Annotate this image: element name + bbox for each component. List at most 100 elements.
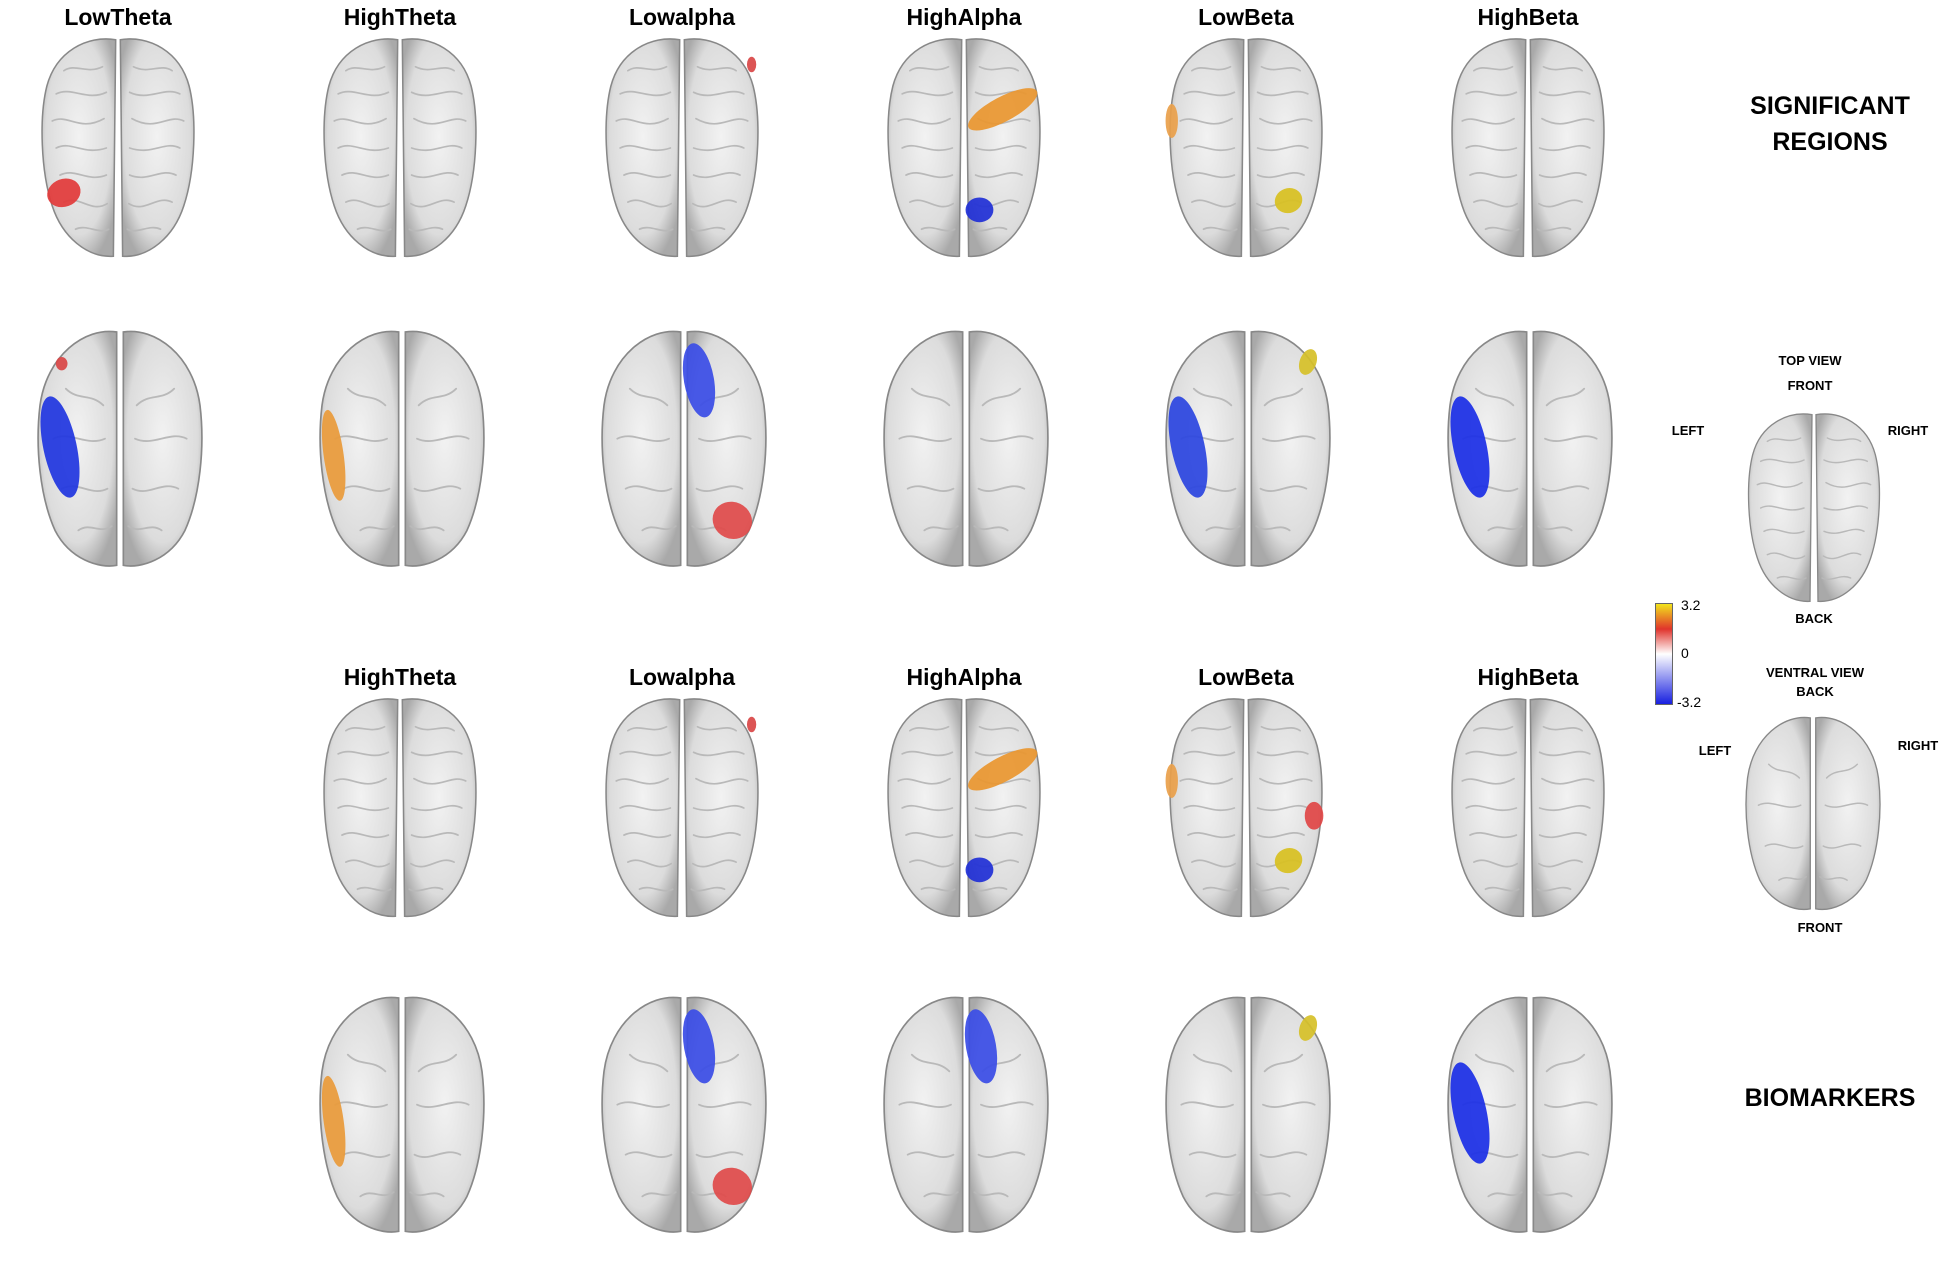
sig-ventral-brain-0-activation-left-front-tip [55,357,68,371]
sig-top-brain-2-sulci [615,65,749,232]
bio-top-brain-3-activation-right-posterior-small [1274,848,1303,874]
bio-top-brain-3-sulci [1179,725,1313,892]
sig-ventral-brain-0-sulci [52,387,188,532]
sig-band-title-4: LowBeta [1198,4,1294,30]
bio-ventral-brain-2-activation-right-medial-front [964,1009,998,1084]
top-view-title: TOP VIEW [1778,353,1842,368]
sig-top-brain-3-activation-right-medial-posterior [965,197,994,223]
bio-ventral-brain-3-left-hemisphere [1165,996,1246,1233]
sig-top-brain-3-activation-right-central-band [968,88,1038,131]
sig-ventral-brain-4-right-hemisphere [1250,330,1331,567]
sig-ventral-brain-2-activation-right-medial-front [682,343,716,418]
bio-band-title-2: HighAlpha [906,664,1022,690]
bio-top-brain-4 [1451,698,1605,918]
sig-top-brain-4-activation-left-lateral-small [1165,103,1178,138]
sig-ventral-brain-2-left-hemisphere [601,330,682,567]
sig-top-brain-0-activation-left-posterior [47,178,81,208]
sig-top-brain-3 [887,38,1041,258]
sig-ventral-brain-4-left-hemisphere [1165,330,1246,567]
bio-top-brain-3 [1165,698,1324,918]
bio-top-brain-1-sulci [615,725,749,892]
sig-top-brain-5 [1451,38,1605,258]
bio-top-brain-2 [887,698,1041,918]
colorbar-max-label: 3.2 [1681,597,1701,613]
sig-ventral-brain-1-activation-left-lateral-mid [321,409,346,501]
ventral-view-title: VENTRAL VIEW [1766,665,1864,680]
top-view-left: LEFT [1671,423,1705,438]
bio-ventral-brain-0 [319,996,485,1233]
bio-ventral-brain-4 [1447,996,1613,1233]
sig-top-brain-4-activation-right-posterior-small [1274,188,1303,214]
sig-band-title-5: HighBeta [1477,4,1579,30]
bio-band-title-0: HighTheta [343,664,457,690]
bio-ventral-brain-0-left-hemisphere [319,996,400,1233]
sig-ventral-brain-3-left-hemisphere [883,330,964,567]
bio-ventral-brain-3-activation-right-front-small [1298,1015,1318,1041]
bio-top-brain-0-sulci [333,725,467,892]
sig-band-title-1: HighTheta [343,4,457,30]
sig-top-brain-0 [41,38,195,258]
colorbar-gradient [1655,603,1673,705]
bio-top-brain-1-activation-right-front-tip [746,716,757,733]
orientation-ventral-brain-right-hemisphere [1815,716,1881,911]
sig-ventral-brain-4-activation-right-front-small [1298,349,1318,375]
sig-top-brain-5-sulci [1461,65,1595,232]
sig-ventral-brain-3 [883,330,1049,567]
bio-top-brain-1 [605,698,759,918]
sig-top-brain-4 [1165,38,1323,258]
sig-top-brain-2-activation-right-front-tip [746,56,757,73]
bio-top-brain-3-activation-left-lateral-small [1165,763,1178,798]
sig-ventral-brain-1 [319,330,485,567]
bio-ventral-brain-3-right-hemisphere [1250,996,1331,1233]
orientation-top-brain [1747,413,1881,603]
sig-ventral-brain-0 [37,330,203,567]
bio-ventral-brain-1-activation-right-medial-front [682,1009,716,1084]
sig-ventral-brain-5 [1447,330,1613,567]
bio-band-title-3: LowBeta [1198,664,1294,690]
ventral-view-left: LEFT [1698,743,1732,758]
sig-ventral-brain-4-activation-left-lateral [1168,396,1208,498]
bio-ventral-brain-4-activation-left-lateral [1450,1062,1490,1164]
bio-top-brain-3-activation-right-lateral-red [1304,801,1324,830]
bio-ventral-brain-0-right-hemisphere [404,996,485,1233]
bio-top-brain-2-activation-right-central-band [968,748,1038,791]
bio-ventral-brain-0-sulci [334,1053,470,1198]
sig-ventral-brain-5-sulci [1462,387,1598,532]
sig-top-brain-1-sulci [333,65,467,232]
ventral-view-front: FRONT [1797,920,1843,935]
top-view-back: BACK [1795,611,1833,626]
biomarkers-label: BIOMARKERS [1744,1084,1916,1112]
sig-ventral-brain-4-sulci [1180,387,1316,532]
ventral-view-back: BACK [1796,684,1834,699]
top-view-front: FRONT [1787,378,1833,393]
bio-ventral-brain-3 [1165,996,1331,1233]
top-view-right: RIGHT [1887,423,1929,438]
sig-ventral-brain-5-left-hemisphere [1447,330,1528,567]
sig-band-title-0: LowTheta [64,4,172,30]
bio-ventral-brain-2 [883,996,1049,1233]
bio-ventral-brain-1-activation-right-posterior [712,1167,753,1205]
orientation-top-brain-sulci [1756,437,1872,581]
bio-top-brain-4-sulci [1461,725,1595,892]
sig-top-brain-0-sulci [51,65,185,232]
bio-top-brain-0 [323,698,477,918]
bio-ventral-brain-3-sulci [1180,1053,1316,1198]
bio-ventral-brain-1-left-hemisphere [601,996,682,1233]
sig-band-title-2: Lowalpha [628,4,736,30]
sig-ventral-brain-1-left-hemisphere [319,330,400,567]
colorbar-min-label: -3.2 [1677,694,1702,710]
sig-ventral-brain-1-sulci [334,387,470,532]
sig-ventral-brain-3-right-hemisphere [968,330,1049,567]
significant-label-line1: SIGNIFICANT [1750,92,1910,120]
bio-top-brain-2-activation-right-medial-posterior [965,857,994,883]
bio-ventral-brain-4-left-hemisphere [1447,996,1528,1233]
ventral-view-right: RIGHT [1897,738,1939,753]
sig-ventral-brain-0-right-hemisphere [122,330,203,567]
bio-band-title-4: HighBeta [1477,664,1579,690]
orientation-ventral-brain [1745,716,1881,911]
bio-ventral-brain-2-left-hemisphere [883,996,964,1233]
significant-label-line2: REGIONS [1772,128,1888,156]
sig-ventral-brain-4 [1165,330,1331,567]
sig-top-brain-1 [323,38,477,258]
